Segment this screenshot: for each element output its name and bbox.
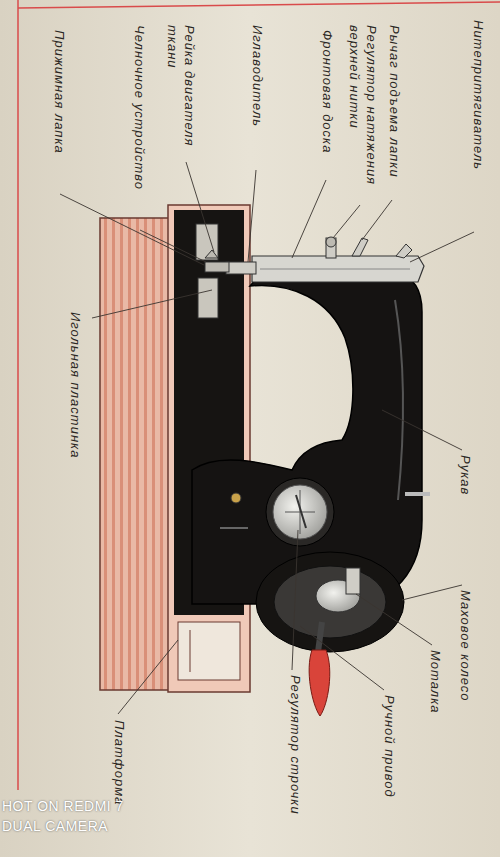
watermark: DUAL CAMERA bbox=[2, 817, 108, 835]
part-label: Челночное устройство bbox=[131, 25, 148, 230]
part-label: Прижимная лапка bbox=[51, 30, 68, 195]
part-label: Фронтовая доска bbox=[319, 30, 336, 180]
part-label: Рукав bbox=[457, 455, 474, 535]
part-label: Иглаводитель bbox=[249, 25, 266, 175]
part-label: Моталка bbox=[427, 650, 444, 740]
part-label: Маховое колесо bbox=[457, 590, 474, 730]
part-label: Игольная пластинка bbox=[67, 312, 84, 497]
part-label: Ручной привод bbox=[381, 695, 398, 825]
part-label: Рычаг подъема лапки bbox=[386, 25, 403, 205]
part-label: Регулятор натяжения верхней нитки bbox=[346, 25, 380, 200]
watermark: HOT ON REDMI 7 bbox=[2, 797, 124, 815]
part-label: Нитепритягиватель bbox=[470, 20, 487, 230]
part-label: Платформа bbox=[111, 720, 128, 840]
part-label: Рейка двигателя ткани bbox=[164, 25, 198, 160]
part-label: Регулятор строчки bbox=[287, 675, 304, 845]
